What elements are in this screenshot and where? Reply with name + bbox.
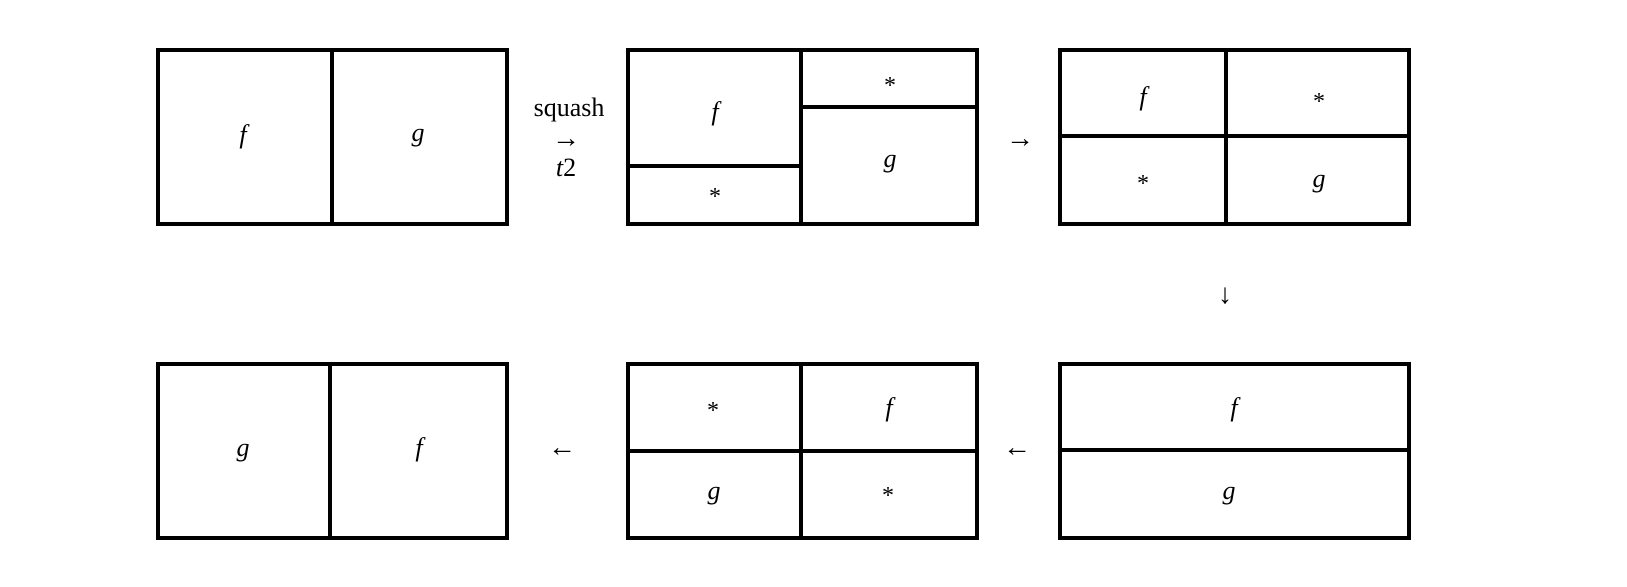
step3-top-left-label: f (1139, 82, 1147, 111)
step6-right-label: f (415, 433, 423, 462)
step6-left-label: g (236, 433, 250, 462)
step2-divider-v (799, 48, 803, 226)
arrow-left-4-5: ← (1003, 432, 1031, 463)
step5-top-left-label: * (707, 398, 719, 424)
step2-left-bottom-label: * (709, 184, 721, 210)
step2-divider-right (801, 105, 977, 109)
step2-right-bottom-label: g (883, 144, 897, 173)
step3-divider-h (1058, 134, 1411, 138)
step5-bottom-right-label: * (882, 483, 894, 509)
step2-right-top-label: * (884, 73, 896, 99)
step6-divider (328, 362, 332, 540)
step3-top-right-label: * (1313, 89, 1325, 115)
arrow-right-2-3: → (1006, 123, 1034, 154)
step6-box (156, 362, 509, 540)
step2-left-top-label: f (711, 97, 719, 126)
step5-top-right-label: f (885, 393, 893, 422)
squash-t: t (555, 153, 564, 182)
arrow-left-5-6: ← (548, 432, 576, 463)
step1-divider (330, 48, 334, 226)
step3-bottom-left-label: * (1137, 171, 1149, 197)
step4-divider-h (1058, 448, 1411, 452)
squash-t-index: 2 (563, 153, 577, 182)
squash-label: squash (533, 93, 605, 122)
step5-bottom-left-label: g (707, 476, 721, 505)
step4-top-label: f (1230, 393, 1238, 422)
step3-bottom-right-label: g (1312, 164, 1326, 193)
squash-sublabel: t2 (556, 155, 576, 181)
arrow-down-3-4: ↓ (1218, 279, 1232, 310)
step4-bottom-label: g (1222, 476, 1236, 505)
step5-divider-h (626, 449, 979, 453)
squash-arrow: → (552, 123, 580, 154)
step1-right-label: g (411, 118, 425, 147)
step2-divider-left (626, 164, 801, 168)
step1-left-label: f (239, 120, 247, 149)
